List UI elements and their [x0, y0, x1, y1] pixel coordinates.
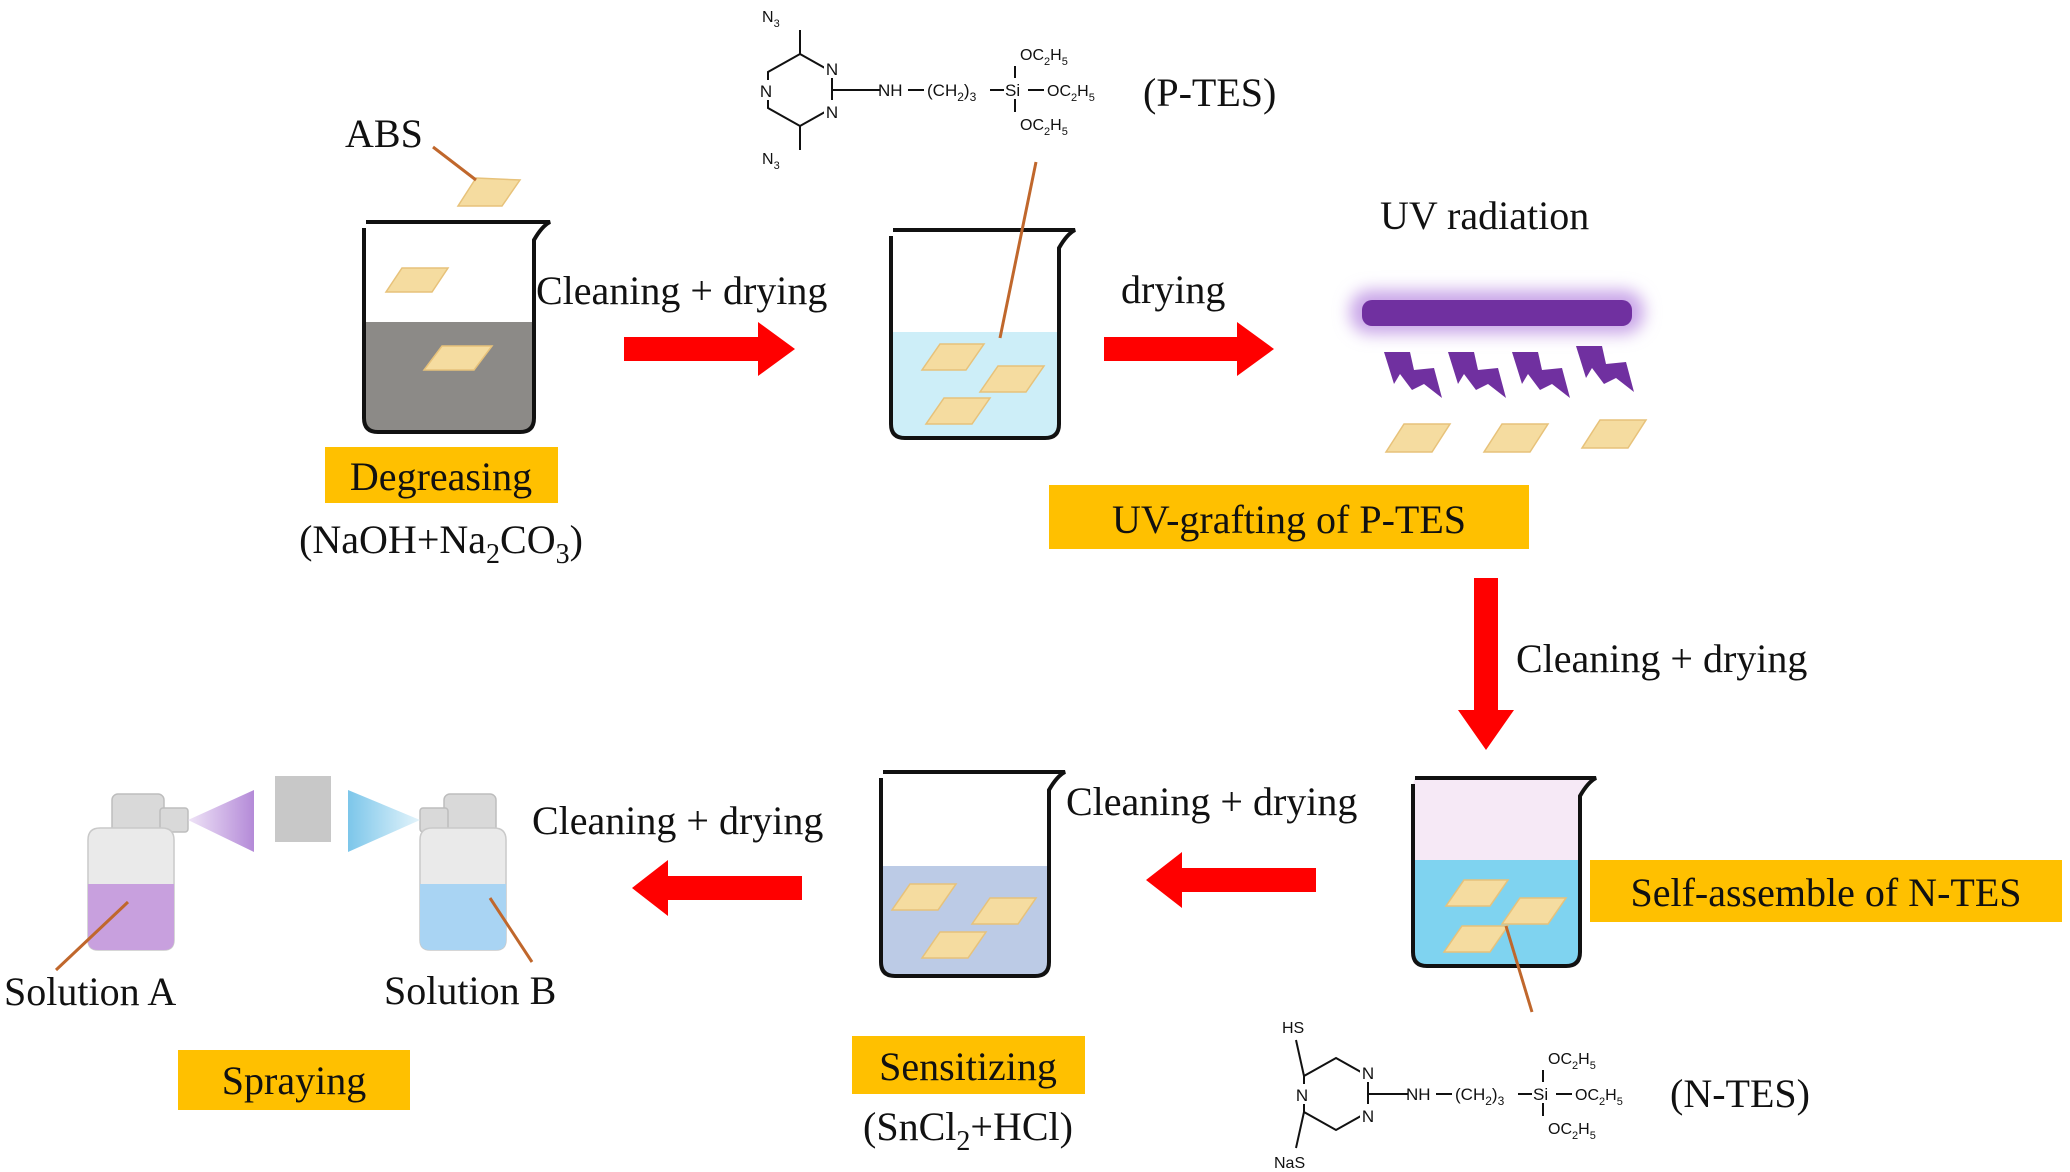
degreasing-label-box: [325, 447, 558, 503]
svg-text:N: N: [760, 82, 772, 101]
svg-text:HS: HS: [1282, 1020, 1304, 1037]
abs-sample-icon: [1384, 423, 1452, 453]
svg-text:NaS: NaS: [1274, 1155, 1305, 1172]
ntes-beaker-icon: [1411, 776, 1597, 968]
abs-sample-icon: [920, 343, 986, 371]
svg-text:N3: N3: [762, 151, 780, 172]
svg-text:(CH2)3: (CH2)3: [1455, 1085, 1505, 1108]
svg-text:OC2H5: OC2H5: [1047, 83, 1095, 104]
spray-bottle-b-icon: [419, 793, 507, 951]
svg-text:OC2H5: OC2H5: [1020, 117, 1068, 138]
abs-sample-icon: [456, 177, 522, 207]
sprayed-sample: [275, 776, 331, 842]
abs-sample-icon: [1482, 423, 1550, 453]
sensitizing-label: Sensitizing: [879, 1044, 1057, 1089]
ntes-structure: N N N HS NaS NH (CH2)3 Si OC2H5 OC2H5 OC…: [1274, 1020, 1623, 1172]
abs-sample-icon: [920, 931, 988, 959]
red-arrow-icon: [1146, 852, 1316, 908]
svg-text:OC2H5: OC2H5: [1575, 1087, 1623, 1108]
red-arrow-icon: [1458, 578, 1514, 750]
uv-grafting-label: UV-grafting of P-TES: [1112, 497, 1466, 542]
red-arrow-icon: [1104, 322, 1274, 376]
svg-text:OC2H5: OC2H5: [1020, 47, 1068, 68]
solution-b-label: Solution B: [384, 968, 556, 1013]
degreasing-beaker-icon: [362, 220, 551, 434]
self-assemble-label-box: [1590, 860, 2062, 922]
svg-text:N: N: [1362, 1064, 1374, 1083]
degreasing-reagent-label: (NaOH+Na2CO3): [299, 517, 583, 570]
svg-text:N3: N3: [762, 9, 780, 30]
arrow-2-label: drying: [1121, 267, 1225, 312]
abs-sample-icon: [924, 397, 992, 425]
abs-pointer: [432, 145, 477, 182]
ptes-pointer: [998, 161, 1038, 339]
svg-text:Si: Si: [1533, 1085, 1548, 1104]
spray-mist-icon: [188, 790, 254, 852]
sensitizing-beaker-icon: [879, 770, 1066, 978]
arrow-4-label: Cleaning + drying: [1066, 779, 1357, 824]
degreasing-label: Degreasing: [350, 454, 532, 499]
abs-sample-icon: [1580, 419, 1648, 449]
solution-a-label: Solution A: [4, 969, 176, 1014]
ntes-pointer: [1504, 925, 1534, 1013]
uv-radiation-label: UV radiation: [1380, 193, 1589, 238]
abs-sample-icon: [422, 345, 494, 371]
sensitizing-label-box: [852, 1036, 1085, 1094]
svg-text:NH: NH: [1406, 1085, 1431, 1104]
spray-mist-icon: [348, 790, 420, 852]
svg-text:(CH2)3: (CH2)3: [927, 81, 977, 104]
red-arrow-icon: [632, 860, 802, 916]
ptes-beaker-icon: [889, 228, 1076, 440]
svg-text:N: N: [826, 103, 838, 122]
svg-text:OC2H5: OC2H5: [1548, 1121, 1596, 1142]
svg-text:Si: Si: [1005, 81, 1020, 100]
arrow-3-label: Cleaning + drying: [1516, 636, 1807, 681]
arrow-1-label: Cleaning + drying: [536, 268, 827, 313]
spraying-label: Spraying: [222, 1058, 366, 1103]
red-arrow-icon: [624, 322, 795, 376]
ntes-label: (N-TES): [1670, 1071, 1810, 1116]
spraying-label-box: [178, 1050, 410, 1110]
arrow-5-label: Cleaning + drying: [532, 798, 823, 843]
lightning-bolt-icon: [1384, 346, 1634, 398]
abs-sample-icon: [384, 267, 450, 293]
svg-text:N: N: [826, 60, 838, 79]
abs-sample-icon: [1442, 925, 1510, 953]
solution-b-pointer: [488, 897, 534, 963]
svg-text:OC2H5: OC2H5: [1548, 1051, 1596, 1072]
ptes-label: (P-TES): [1143, 70, 1276, 115]
uv-lamp-icon: [1350, 290, 1644, 334]
self-assemble-label: Self-assemble of N-TES: [1630, 870, 2021, 915]
solution-a-pointer: [54, 900, 130, 972]
svg-text:NH: NH: [878, 81, 903, 100]
abs-sample-icon: [1500, 897, 1568, 925]
abs-sample-icon: [978, 365, 1046, 393]
uv-grafting-label-box: [1049, 485, 1529, 549]
svg-text:N: N: [1296, 1086, 1308, 1105]
abs-label: ABS: [345, 111, 423, 156]
abs-sample-icon: [890, 883, 958, 911]
ptes-structure: N N N N3 N3 NH (CH2)3 Si OC2H5 OC2H5 OC2…: [756, 9, 1095, 172]
abs-sample-icon: [1444, 879, 1510, 907]
svg-text:N: N: [1362, 1107, 1374, 1126]
sensitizing-reagent-label: (SnCl2+HCl): [863, 1104, 1073, 1157]
abs-sample-icon: [970, 897, 1038, 925]
